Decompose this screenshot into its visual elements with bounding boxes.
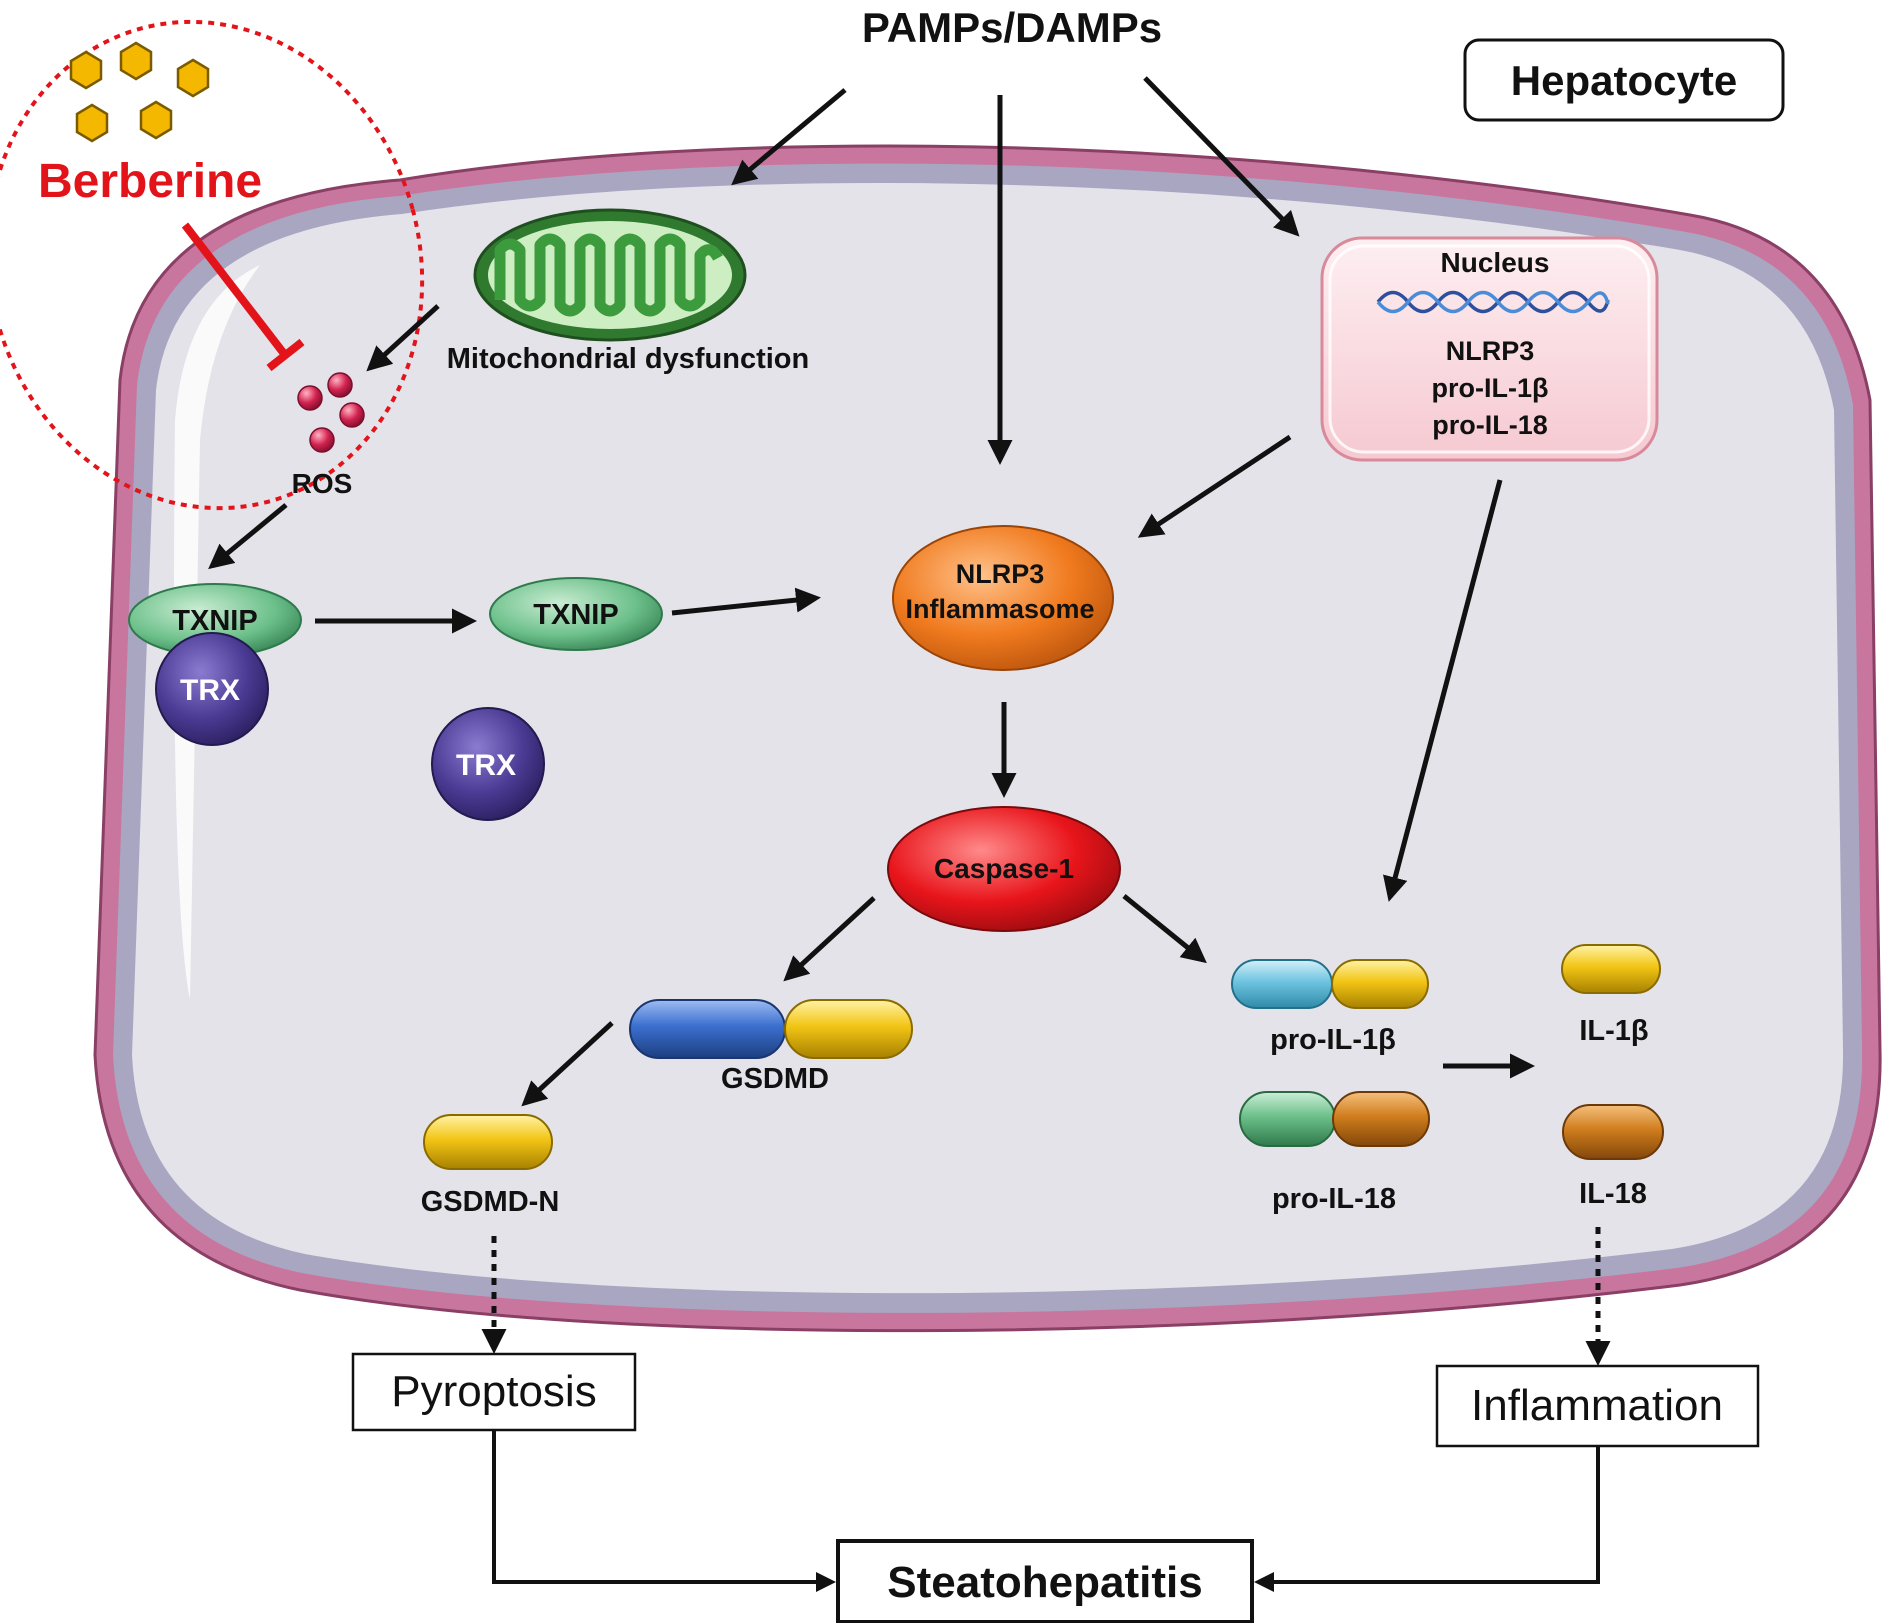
pathway-arrows bbox=[208, 76, 1535, 1107]
ros-label: ROS bbox=[292, 468, 353, 499]
inhibition-t-bar bbox=[181, 222, 305, 372]
inflammasome-line1: NLRP3 bbox=[956, 559, 1045, 589]
caspase-1: Caspase-1 bbox=[887, 806, 1121, 932]
pyroptosis-label: Pyroptosis bbox=[391, 1367, 596, 1416]
txnip-free-label: TXNIP bbox=[533, 599, 618, 631]
trx-bound-label: TRX bbox=[180, 674, 240, 707]
arrow-pamps-to-mitochondria bbox=[731, 88, 847, 186]
pamps-damps-title: PAMPs/DAMPs bbox=[862, 4, 1162, 51]
berberine-group: Berberine bbox=[0, 19, 425, 511]
gsdmd-label: GSDMD bbox=[721, 1063, 829, 1095]
nucleus: Nucleus NLRP3 pro-IL-1β pro-IL-18 bbox=[1320, 236, 1659, 462]
mitochondrial-dysfunction-label: Mitochondrial dysfunction bbox=[447, 343, 810, 375]
connector-pyroptosis-to-steatohepatitis bbox=[492, 1430, 836, 1592]
ros-icon bbox=[297, 372, 365, 453]
dna-icon bbox=[1376, 290, 1610, 314]
pro-il1b-protein bbox=[1231, 959, 1429, 1009]
arrow-mitochondria-to-ros bbox=[366, 304, 440, 372]
il18-protein bbox=[1562, 1104, 1664, 1160]
txnip-free: TXNIP bbox=[489, 577, 663, 651]
steatohepatitis-label: Steatohepatitis bbox=[887, 1558, 1202, 1607]
outcome-connectors bbox=[492, 1430, 1600, 1592]
mitochondria-icon bbox=[473, 208, 747, 342]
trx-free-label: TRX bbox=[456, 749, 516, 782]
steatohepatitis-box: Steatohepatitis bbox=[836, 1539, 1254, 1623]
pro-il18-label: pro-IL-18 bbox=[1272, 1183, 1396, 1215]
il18-label: IL-18 bbox=[1579, 1178, 1647, 1210]
pyroptosis-box: Pyroptosis bbox=[351, 1352, 637, 1432]
arrow-ros-to-txnip bbox=[208, 503, 288, 570]
inflammation-box: Inflammation bbox=[1435, 1364, 1760, 1448]
arrow-nucleus-to-inflammasome bbox=[1137, 434, 1292, 538]
arrow-gsdmd-to-gsdmd-n bbox=[521, 1021, 614, 1107]
pro-il18-protein bbox=[1239, 1091, 1430, 1147]
txnip-bound-label: TXNIP bbox=[172, 605, 257, 637]
berberine-dotted-outline bbox=[0, 19, 425, 511]
gsdmd-n-label: GSDMD-N bbox=[421, 1186, 560, 1218]
berberine-label: Berberine bbox=[38, 155, 262, 208]
berberine-hexagon-icon bbox=[69, 41, 210, 143]
nucleus-title: Nucleus bbox=[1441, 247, 1550, 278]
nlrp3-inflammasome: NLRP3 Inflammasome bbox=[892, 525, 1114, 671]
arrow-caspase-to-gsdmd bbox=[783, 896, 876, 982]
hepatocyte-label: Hepatocyte bbox=[1511, 57, 1737, 104]
trx-bound bbox=[155, 632, 269, 746]
trx-free: TRX bbox=[431, 707, 545, 821]
il1b-label: IL-1β bbox=[1579, 1015, 1648, 1047]
txnip-trx-complex: TXNIP TRX bbox=[128, 583, 302, 746]
nucleus-line-pro-il18: pro-IL-18 bbox=[1432, 410, 1548, 440]
cytoplasm-highlight bbox=[174, 265, 260, 1000]
il1b-protein bbox=[1561, 944, 1661, 994]
arrow-txnip-to-inflammasome bbox=[671, 587, 821, 616]
caspase-1-label: Caspase-1 bbox=[934, 853, 1074, 884]
hepatocyte-label-box: Hepatocyte bbox=[1463, 38, 1785, 122]
arrow-nucleus-to-pro-il1b bbox=[1383, 479, 1503, 902]
arrow-pamps-to-nucleus bbox=[1143, 76, 1300, 237]
arrow-caspase-to-pro-il1b bbox=[1122, 894, 1207, 964]
nucleus-line-nlrp3: NLRP3 bbox=[1446, 336, 1535, 366]
gsdmd-n-protein bbox=[423, 1114, 553, 1170]
gsdmd-protein bbox=[629, 999, 913, 1059]
inflammation-label: Inflammation bbox=[1471, 1381, 1723, 1430]
dotted-arrows bbox=[481, 1227, 1611, 1366]
nucleus-line-pro-il1b: pro-IL-1β bbox=[1432, 373, 1549, 403]
connector-inflammation-to-steatohepatitis bbox=[1254, 1446, 1600, 1592]
inflammasome-line2: Inflammasome bbox=[905, 594, 1094, 624]
pro-il1b-label: pro-IL-1β bbox=[1270, 1024, 1396, 1056]
